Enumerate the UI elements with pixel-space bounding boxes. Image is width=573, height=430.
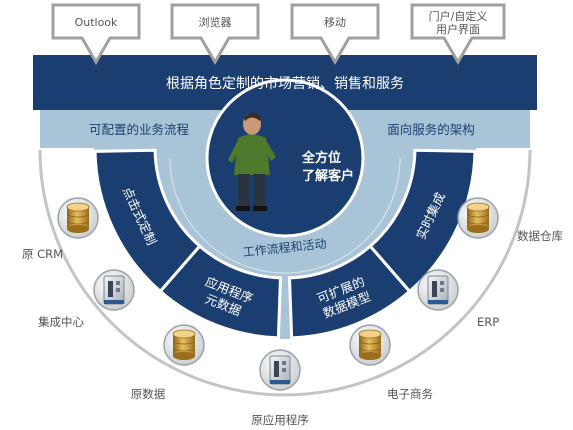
source-node-1: 集成中心 [38,269,135,329]
middle-band-left-text: 可配置的业务流程 [89,122,190,137]
source-node-3: 原应用程序 [251,349,309,427]
source-label: 原 CRM [22,247,63,261]
channel-box [290,3,380,65]
database-icon [358,329,382,360]
source-node-0: 原 CRM [22,197,99,261]
channel-label: 移动 [324,16,346,29]
server-icon [427,275,449,305]
channel-label: Outlook [75,16,118,29]
source-label: ERP [477,315,499,329]
source-node-2: 原数据 [131,324,205,401]
channel-label: 门户/自定义 [429,9,488,23]
channel-box [51,3,141,65]
channel-callout-1: 浏览器 [170,3,260,65]
database-icon [172,329,196,360]
channel-callout-0: Outlook [51,3,141,65]
middle-band-right-text: 面向服务的架构 [387,122,475,137]
segment-wedge-2 [287,243,412,340]
segment-ring: 点击式定制应用程序元数据可扩展的数据模型实时集成 [93,148,477,340]
segment-wedge-1 [158,243,283,340]
center-line-1: 全方位 [301,150,341,166]
source-label: 原应用程序 [251,413,309,427]
channel-callout-2: 移动 [290,3,380,65]
source-node-4: 电子商务 [349,324,433,401]
channel-box [410,3,506,65]
server-icon [269,355,291,385]
person-figure [228,112,276,211]
segment-wedge-3 [368,148,477,294]
server-icon [103,275,125,305]
database-icon [66,202,90,233]
channel-label: 用户界面 [436,22,480,36]
source-node-6: 数据仓库 [457,197,563,243]
segment-wedge-0 [93,148,202,294]
database-icon [466,202,490,233]
source-label: 数据仓库 [517,229,563,243]
channel-label: 浏览器 [199,15,232,29]
banner-text: 根据角色定制的市场营销、销售和服务 [166,75,404,92]
workflow-ring-inner-edge [169,157,401,274]
source-label: 集成中心 [38,315,84,329]
outer-ring [38,149,532,397]
center-label: 全方位 了解客户 [301,150,354,184]
channel-box [170,3,260,65]
source-node-5: ERP [417,269,499,329]
source-label: 原数据 [131,387,166,401]
center-line-2: 了解客户 [302,168,354,184]
source-label: 电子商务 [387,387,433,401]
